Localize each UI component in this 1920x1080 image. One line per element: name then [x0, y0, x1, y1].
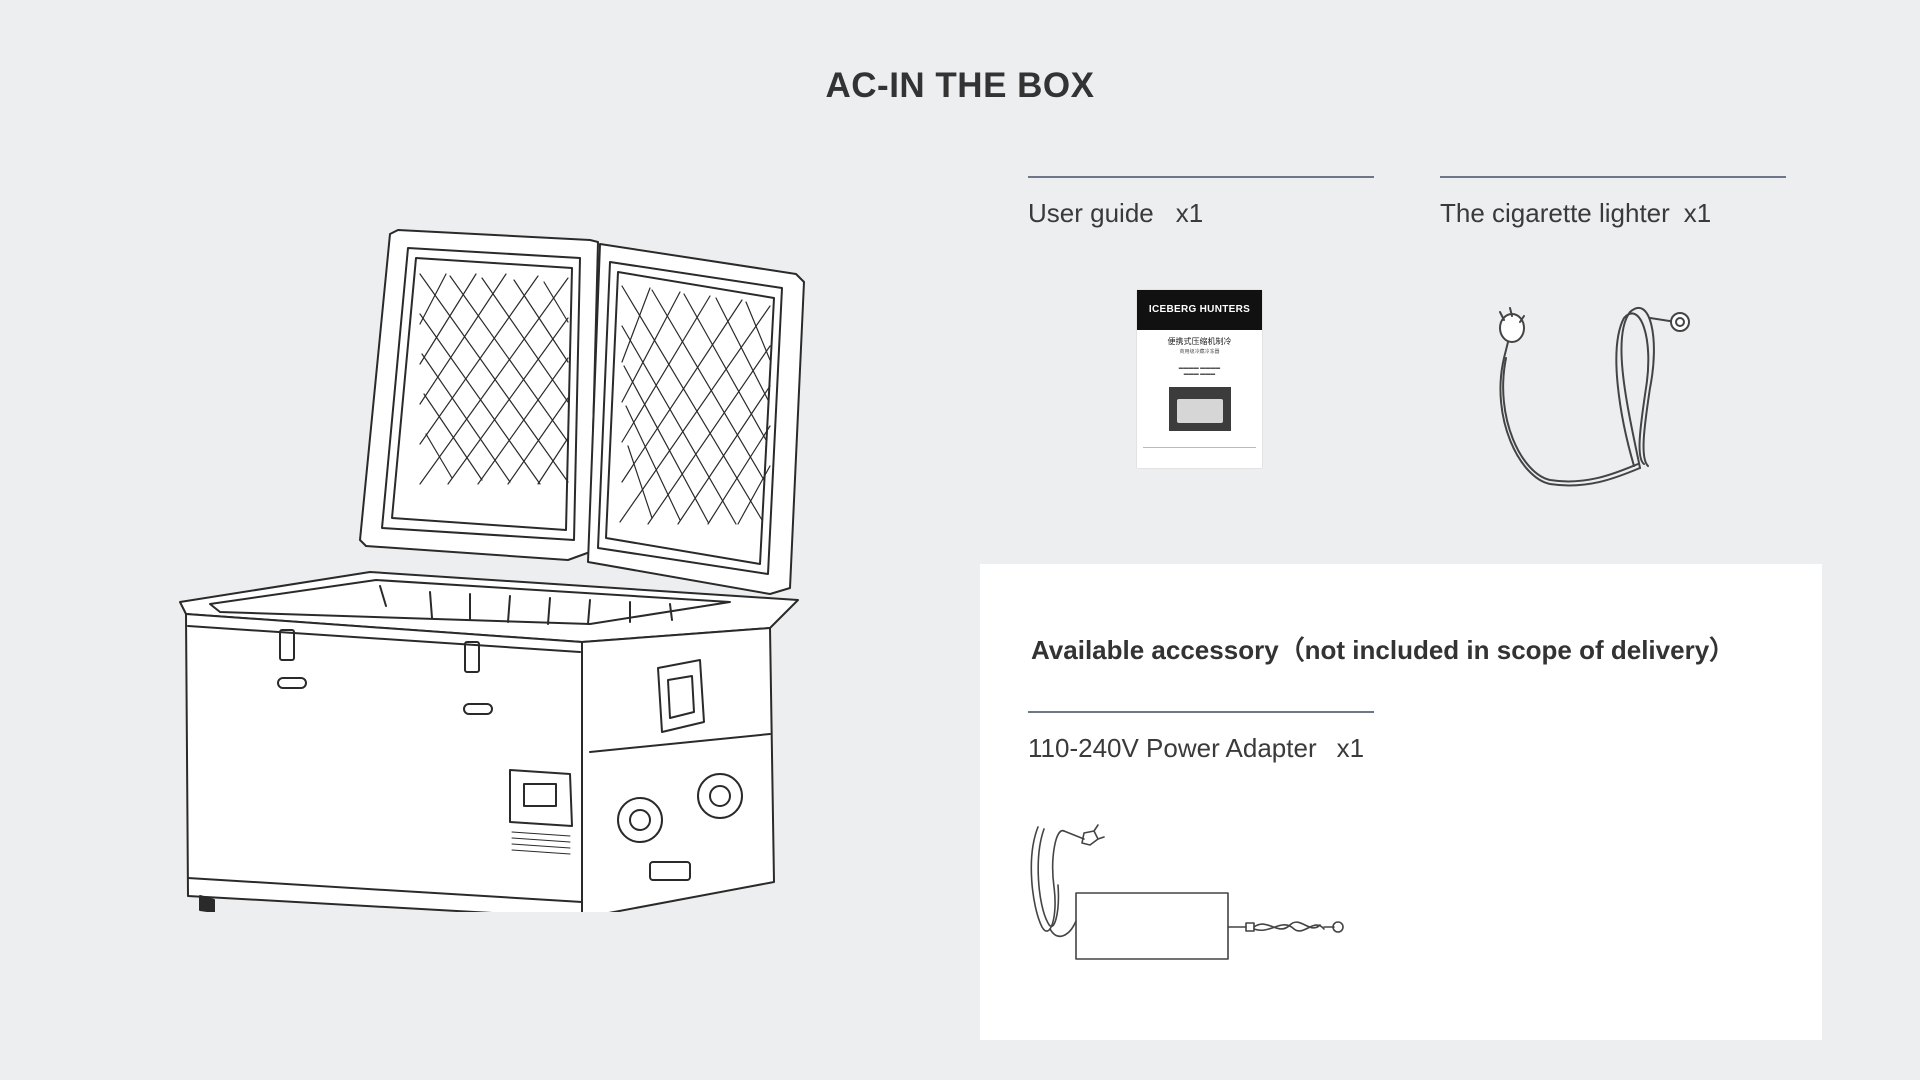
booklet-brand: ICEBERG HUNTERS	[1137, 290, 1262, 330]
item-quantity: x1	[1175, 198, 1204, 228]
booklet-footer-line	[1143, 447, 1256, 448]
power-cable-icon	[1499, 306, 1690, 487]
item-quantity: x1	[1336, 733, 1365, 763]
included-item-user-guide: User guide x1	[1028, 176, 1374, 229]
item-name: The cigarette lighter	[1440, 198, 1670, 228]
booklet-subheading: 商用级冷藏冷冻器	[1179, 349, 1220, 355]
page-title: AC-IN THE BOX	[825, 66, 1095, 105]
item-name: User guide	[1028, 198, 1154, 228]
item-label: The cigarette lighter x1	[1440, 198, 1786, 229]
booklet-product-photo	[1168, 387, 1231, 431]
divider	[1440, 176, 1786, 178]
user-guide-booklet-icon: ICEBERG HUNTERS 便携式压缩机制冷 商用级冷藏冷冻器 ▬▬▬▬ ▬…	[1137, 290, 1262, 468]
booklet-model-lines: ▬▬▬▬ ▬▬▬▬▬▬▬ ▬▬▬	[1178, 365, 1221, 377]
item-label: 110-240V Power Adapter x1	[1028, 733, 1374, 764]
power-adapter-icon	[1030, 824, 1344, 960]
accessory-panel: Available accessory（not included in scop…	[980, 564, 1822, 1040]
accessory-heading: Available accessory（not included in scop…	[1031, 635, 1736, 665]
divider	[1028, 176, 1374, 178]
dual-zone-fridge-illustration	[179, 229, 805, 912]
item-label: User guide x1	[1028, 198, 1374, 229]
divider	[1028, 711, 1374, 713]
item-quantity: x1	[1683, 198, 1712, 228]
included-item-cigarette-lighter: The cigarette lighter x1	[1440, 176, 1786, 229]
booklet-heading: 便携式压缩机制冷	[1167, 337, 1232, 346]
accessory-item-power-adapter: 110-240V Power Adapter x1	[1028, 711, 1374, 764]
item-name: 110-240V Power Adapter	[1028, 733, 1317, 763]
